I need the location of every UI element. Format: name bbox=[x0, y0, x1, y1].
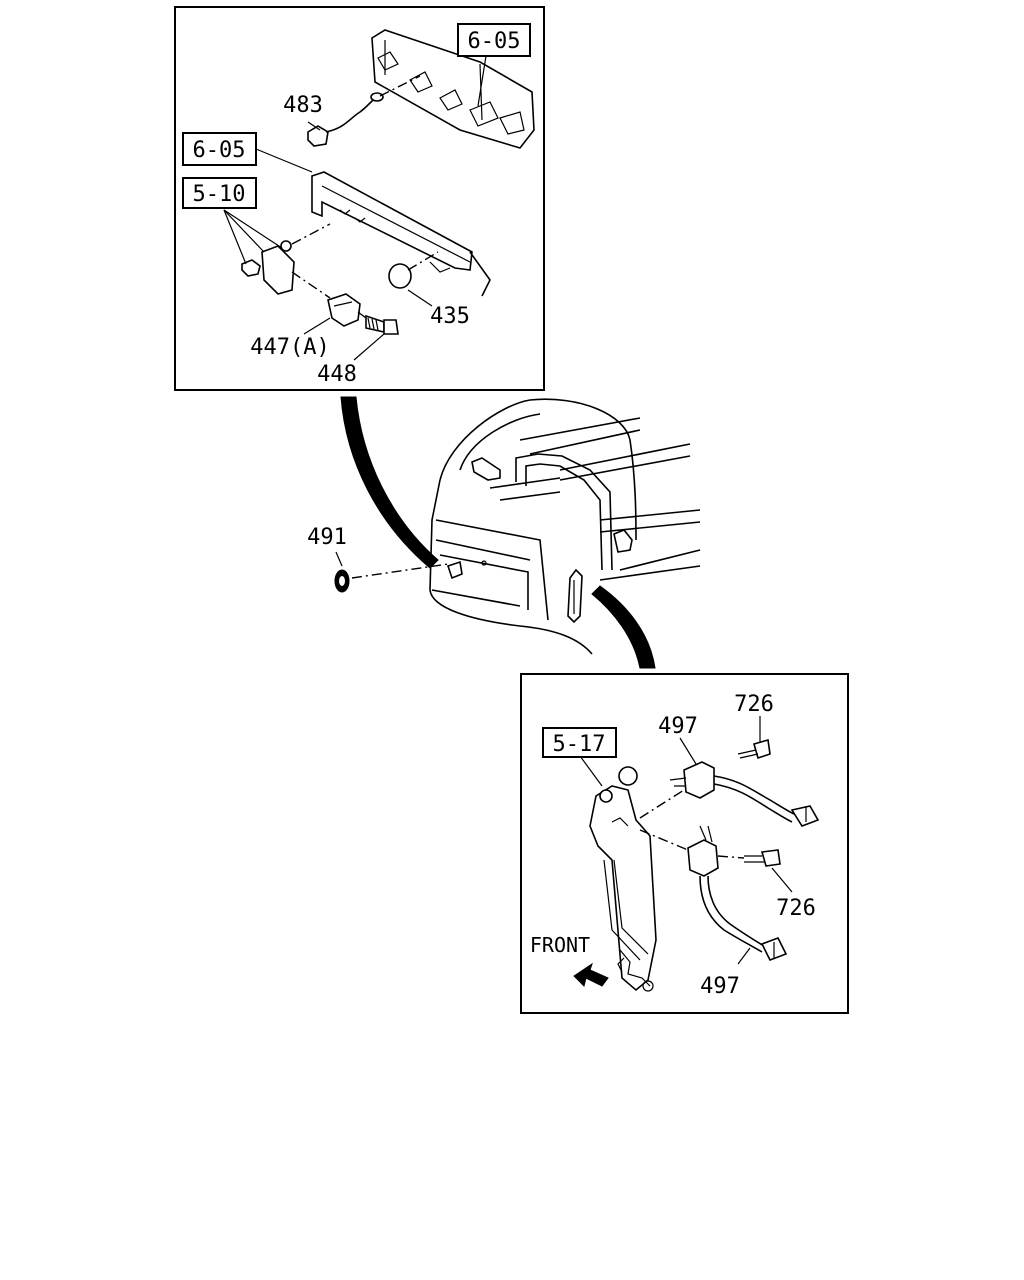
arrow-top-to-cab bbox=[340, 396, 439, 569]
callout-497-upper: 497 bbox=[658, 714, 698, 739]
ref-box-6-05-mid: 6-05 bbox=[182, 132, 257, 166]
stay-bracket bbox=[589, 766, 657, 992]
arrow-cab-to-bottom bbox=[591, 585, 656, 669]
bolt-448 bbox=[357, 311, 399, 335]
plug-435 bbox=[388, 263, 412, 289]
lower-bracket bbox=[311, 171, 491, 297]
emblem-491 bbox=[334, 551, 449, 593]
svg-text:5-10: 5-10 bbox=[193, 182, 246, 207]
callout-491: 491 bbox=[307, 525, 347, 550]
bottom-detail-panel: FRONT 5-17 497 726 726 497 bbox=[520, 673, 849, 1014]
ref-box-5-10: 5-10 bbox=[182, 177, 257, 209]
callout-483: 483 bbox=[283, 93, 323, 118]
sensor-447a bbox=[327, 293, 361, 327]
svg-text:6-05: 6-05 bbox=[193, 138, 246, 163]
top-detail-panel: 6-05 6-05 5-10 483 435 447(A) 448 bbox=[174, 6, 545, 391]
bolt-726-lower bbox=[717, 849, 781, 867]
front-arrow-icon bbox=[573, 962, 609, 987]
front-label: FRONT bbox=[530, 933, 590, 957]
ref-box-5-17: 5-17 bbox=[542, 727, 617, 758]
callout-726-lower: 726 bbox=[776, 896, 816, 921]
switch-497-lower bbox=[639, 825, 788, 962]
sensor-483 bbox=[307, 75, 421, 147]
ref-box-6-05-top: 6-05 bbox=[457, 23, 531, 57]
switch-497-upper bbox=[639, 761, 820, 827]
callout-497-lower: 497 bbox=[700, 974, 740, 999]
callout-447a: 447(A) bbox=[250, 335, 329, 360]
callout-435: 435 bbox=[430, 304, 470, 329]
upper-panel-bracket bbox=[371, 29, 535, 149]
cab-illustration bbox=[429, 398, 701, 655]
callout-448: 448 bbox=[317, 362, 357, 387]
bolt-726-upper bbox=[737, 738, 771, 760]
callout-726-upper: 726 bbox=[734, 692, 774, 717]
svg-text:5-17: 5-17 bbox=[553, 732, 606, 757]
svg-text:6-05: 6-05 bbox=[468, 29, 521, 54]
